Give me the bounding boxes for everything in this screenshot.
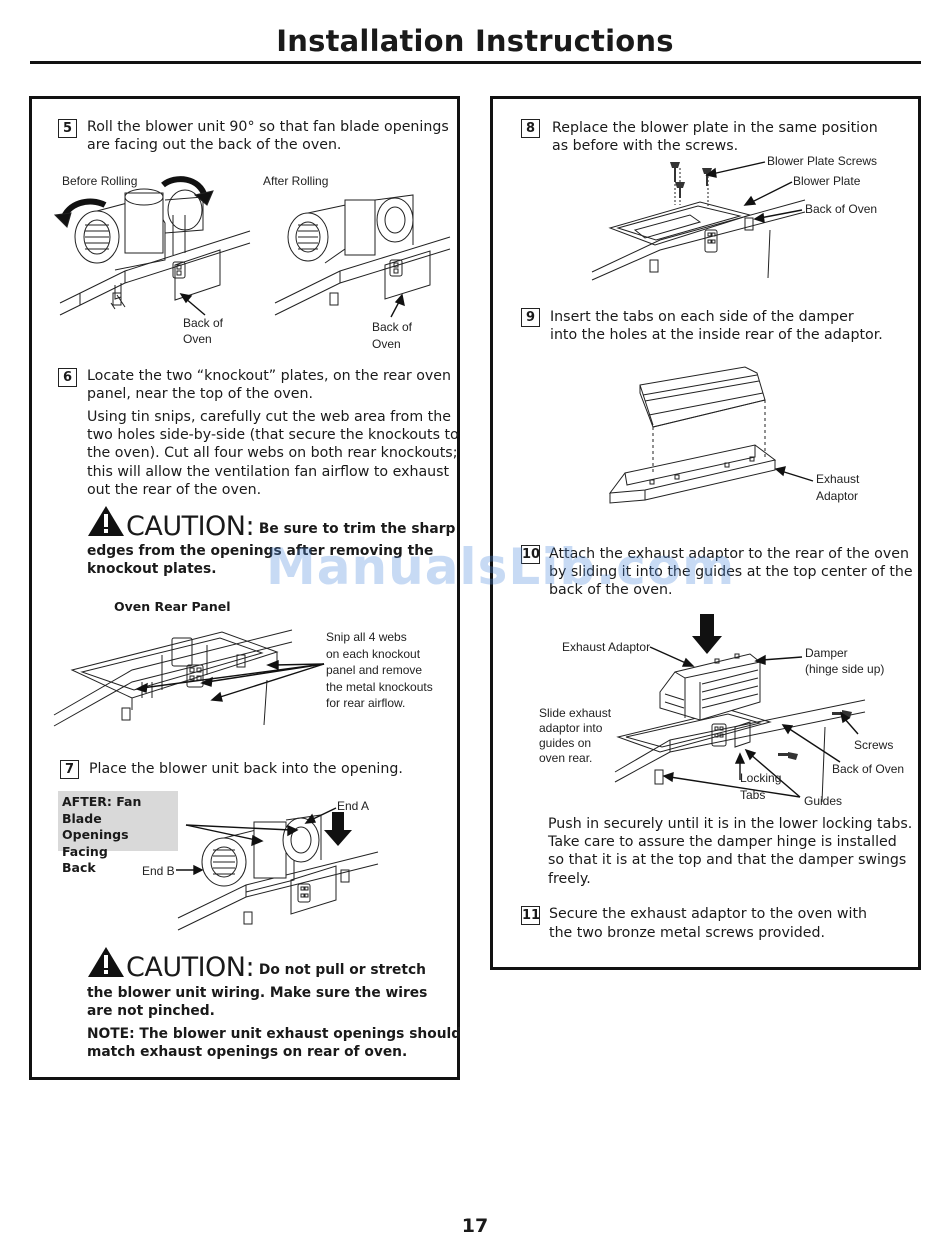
step-6-para-line-2: two holes side-by-side (that secure the … bbox=[87, 427, 459, 443]
figure-oven-rear-panel bbox=[53, 629, 325, 727]
step-8-number: 8 bbox=[521, 119, 540, 138]
step-6-para-line-4: this will allow the ventilation fan airf… bbox=[87, 464, 450, 480]
step-7-line-1: Place the blower unit back into the open… bbox=[89, 761, 403, 777]
step-6-number: 6 bbox=[58, 368, 77, 387]
figure-title-oven-rear-panel: Oven Rear Panel bbox=[114, 599, 231, 614]
watermark: ManualsLib.com bbox=[266, 538, 736, 596]
after-note-line-1: AFTER: Fan Blade bbox=[62, 794, 142, 826]
figure-damper-adaptor bbox=[608, 366, 814, 504]
step-11-line-1: Secure the exhaust adaptor to the oven w… bbox=[549, 906, 868, 922]
step-10-line-2: by sliding it into the guides at the top… bbox=[549, 564, 913, 580]
label-slide-3: guides on bbox=[539, 736, 592, 750]
label-back-of-oven-2b: Oven bbox=[372, 337, 401, 351]
caution-wiring-text-3: are not pinched. bbox=[87, 1003, 215, 1019]
label-blower-plate-screws: Blower Plate Screws bbox=[767, 154, 878, 168]
caution-text-2: edges from the openings after removing t… bbox=[87, 543, 434, 559]
step-10-push-3: so that it is at the top and that the da… bbox=[548, 852, 907, 868]
step-6-line-2: panel, near the top of the oven. bbox=[87, 386, 313, 402]
page-title: Installation Instructions bbox=[276, 24, 674, 58]
caution-wiring-text-1: Do not pull or stretch bbox=[258, 962, 426, 978]
label-back-of-oven-1b: Oven bbox=[183, 332, 212, 346]
label-snip-2: on each knockout bbox=[326, 647, 421, 661]
step-5-number: 5 bbox=[58, 119, 77, 138]
step-10-line-1: Attach the exhaust adaptor to the rear o… bbox=[549, 546, 909, 562]
warning-icon bbox=[87, 505, 125, 543]
caution-wiring-text-2: the blower unit wiring. Make sure the wi… bbox=[87, 985, 428, 1001]
step-10-number: 10 bbox=[521, 545, 541, 564]
label-screws: Screws bbox=[854, 738, 894, 752]
left-panel bbox=[29, 96, 460, 1080]
caution-word: CAUTION: bbox=[126, 952, 255, 983]
caution-wiring: CAUTION: Do not pull or stretch bbox=[87, 946, 426, 984]
step-10-push-2: Take care to assure the damper hinge is … bbox=[548, 834, 897, 850]
label-back-of-oven-2: Back of bbox=[372, 320, 413, 334]
note-line-2: match exhaust openings on rear of oven. bbox=[87, 1044, 408, 1060]
label-end-a: End A bbox=[337, 799, 370, 813]
after-note-box: AFTER: Fan Blade Openings Facing Back bbox=[58, 791, 178, 875]
right-panel bbox=[490, 96, 921, 970]
label-locking: Locking bbox=[740, 771, 782, 785]
label-snip-4: the metal knockouts bbox=[326, 680, 433, 694]
after-note-line-2: Openings Facing bbox=[62, 827, 129, 859]
label-guides: Guides bbox=[804, 794, 843, 808]
label-before-rolling: Before Rolling bbox=[62, 174, 138, 188]
figure-blower-plate bbox=[591, 161, 806, 281]
label-exhaust-1: Exhaust bbox=[816, 472, 860, 486]
label-exhaust-2: Adaptor bbox=[816, 489, 859, 503]
label-tabs: Tabs bbox=[740, 788, 766, 802]
title-rule bbox=[30, 61, 921, 64]
note-line-1: NOTE: The blower unit exhaust openings s… bbox=[87, 1026, 462, 1042]
label-slide-4: oven rear. bbox=[539, 751, 593, 765]
step-8-line-2: as before with the screws. bbox=[552, 138, 739, 154]
step-9-line-1: Insert the tabs on each side of the damp… bbox=[550, 309, 854, 325]
caution-text-3: knockout plates. bbox=[87, 561, 217, 577]
caution-text-1: Be sure to trim the sharp bbox=[258, 521, 456, 537]
caution-trim-edges: CAUTION: Be sure to trim the sharp bbox=[87, 505, 455, 543]
label-back-of-oven-8: Back of Oven bbox=[805, 202, 878, 216]
warning-icon bbox=[87, 946, 125, 984]
label-snip-1: Snip all 4 webs bbox=[326, 630, 407, 644]
step-9-line-2: into the holes at the inside rear of the… bbox=[550, 327, 883, 343]
label-slide-1: Slide exhaust bbox=[539, 706, 612, 720]
label-blower-plate: Blower Plate bbox=[793, 174, 861, 188]
step-10-push-1: Push in securely until it is in the lowe… bbox=[548, 816, 913, 832]
step-7-number: 7 bbox=[60, 760, 79, 779]
step-6-para-line-3: the oven). Cut all four webs on both rea… bbox=[87, 445, 458, 461]
label-exhaust-adaptor: Exhaust Adaptor bbox=[562, 640, 651, 654]
label-back-of-oven-10: Back of Oven bbox=[832, 762, 905, 776]
label-snip-3: panel and remove bbox=[326, 663, 423, 677]
label-hinge-side-up: (hinge side up) bbox=[805, 662, 885, 676]
step-10-line-3: back of the oven. bbox=[549, 582, 673, 598]
page-number: 17 bbox=[461, 1215, 489, 1237]
step-5-line-2: are facing out the back of the oven. bbox=[87, 137, 342, 153]
label-slide-2: adaptor into bbox=[539, 721, 603, 735]
label-back-of-oven-1: Back of bbox=[183, 316, 224, 330]
step-6-para-line-1: Using tin snips, carefully cut the web a… bbox=[87, 409, 451, 425]
step-5-line-1: Roll the blower unit 90° so that fan bla… bbox=[87, 119, 449, 135]
label-after-rolling: After Rolling bbox=[263, 174, 329, 188]
after-note-line-3: Back bbox=[62, 860, 96, 875]
step-10-push-4: freely. bbox=[548, 871, 591, 887]
step-11-line-2: the two bronze metal screws provided. bbox=[549, 925, 826, 941]
label-snip-5: for rear airflow. bbox=[326, 696, 406, 710]
label-end-b: End B bbox=[142, 864, 175, 878]
figure-attach-adaptor bbox=[614, 614, 866, 803]
step-11-number: 11 bbox=[521, 906, 541, 925]
step-9-number: 9 bbox=[521, 308, 540, 327]
step-6-para-line-5: out the rear of the oven. bbox=[87, 482, 262, 498]
step-8-line-1: Replace the blower plate in the same pos… bbox=[552, 120, 878, 136]
figure-blower-placed bbox=[176, 807, 379, 931]
label-damper: Damper bbox=[805, 646, 848, 660]
caution-word: CAUTION: bbox=[126, 511, 255, 542]
figure-blower-rolling bbox=[53, 176, 451, 318]
step-6-line-1: Locate the two “knockout” plates, on the… bbox=[87, 368, 452, 384]
